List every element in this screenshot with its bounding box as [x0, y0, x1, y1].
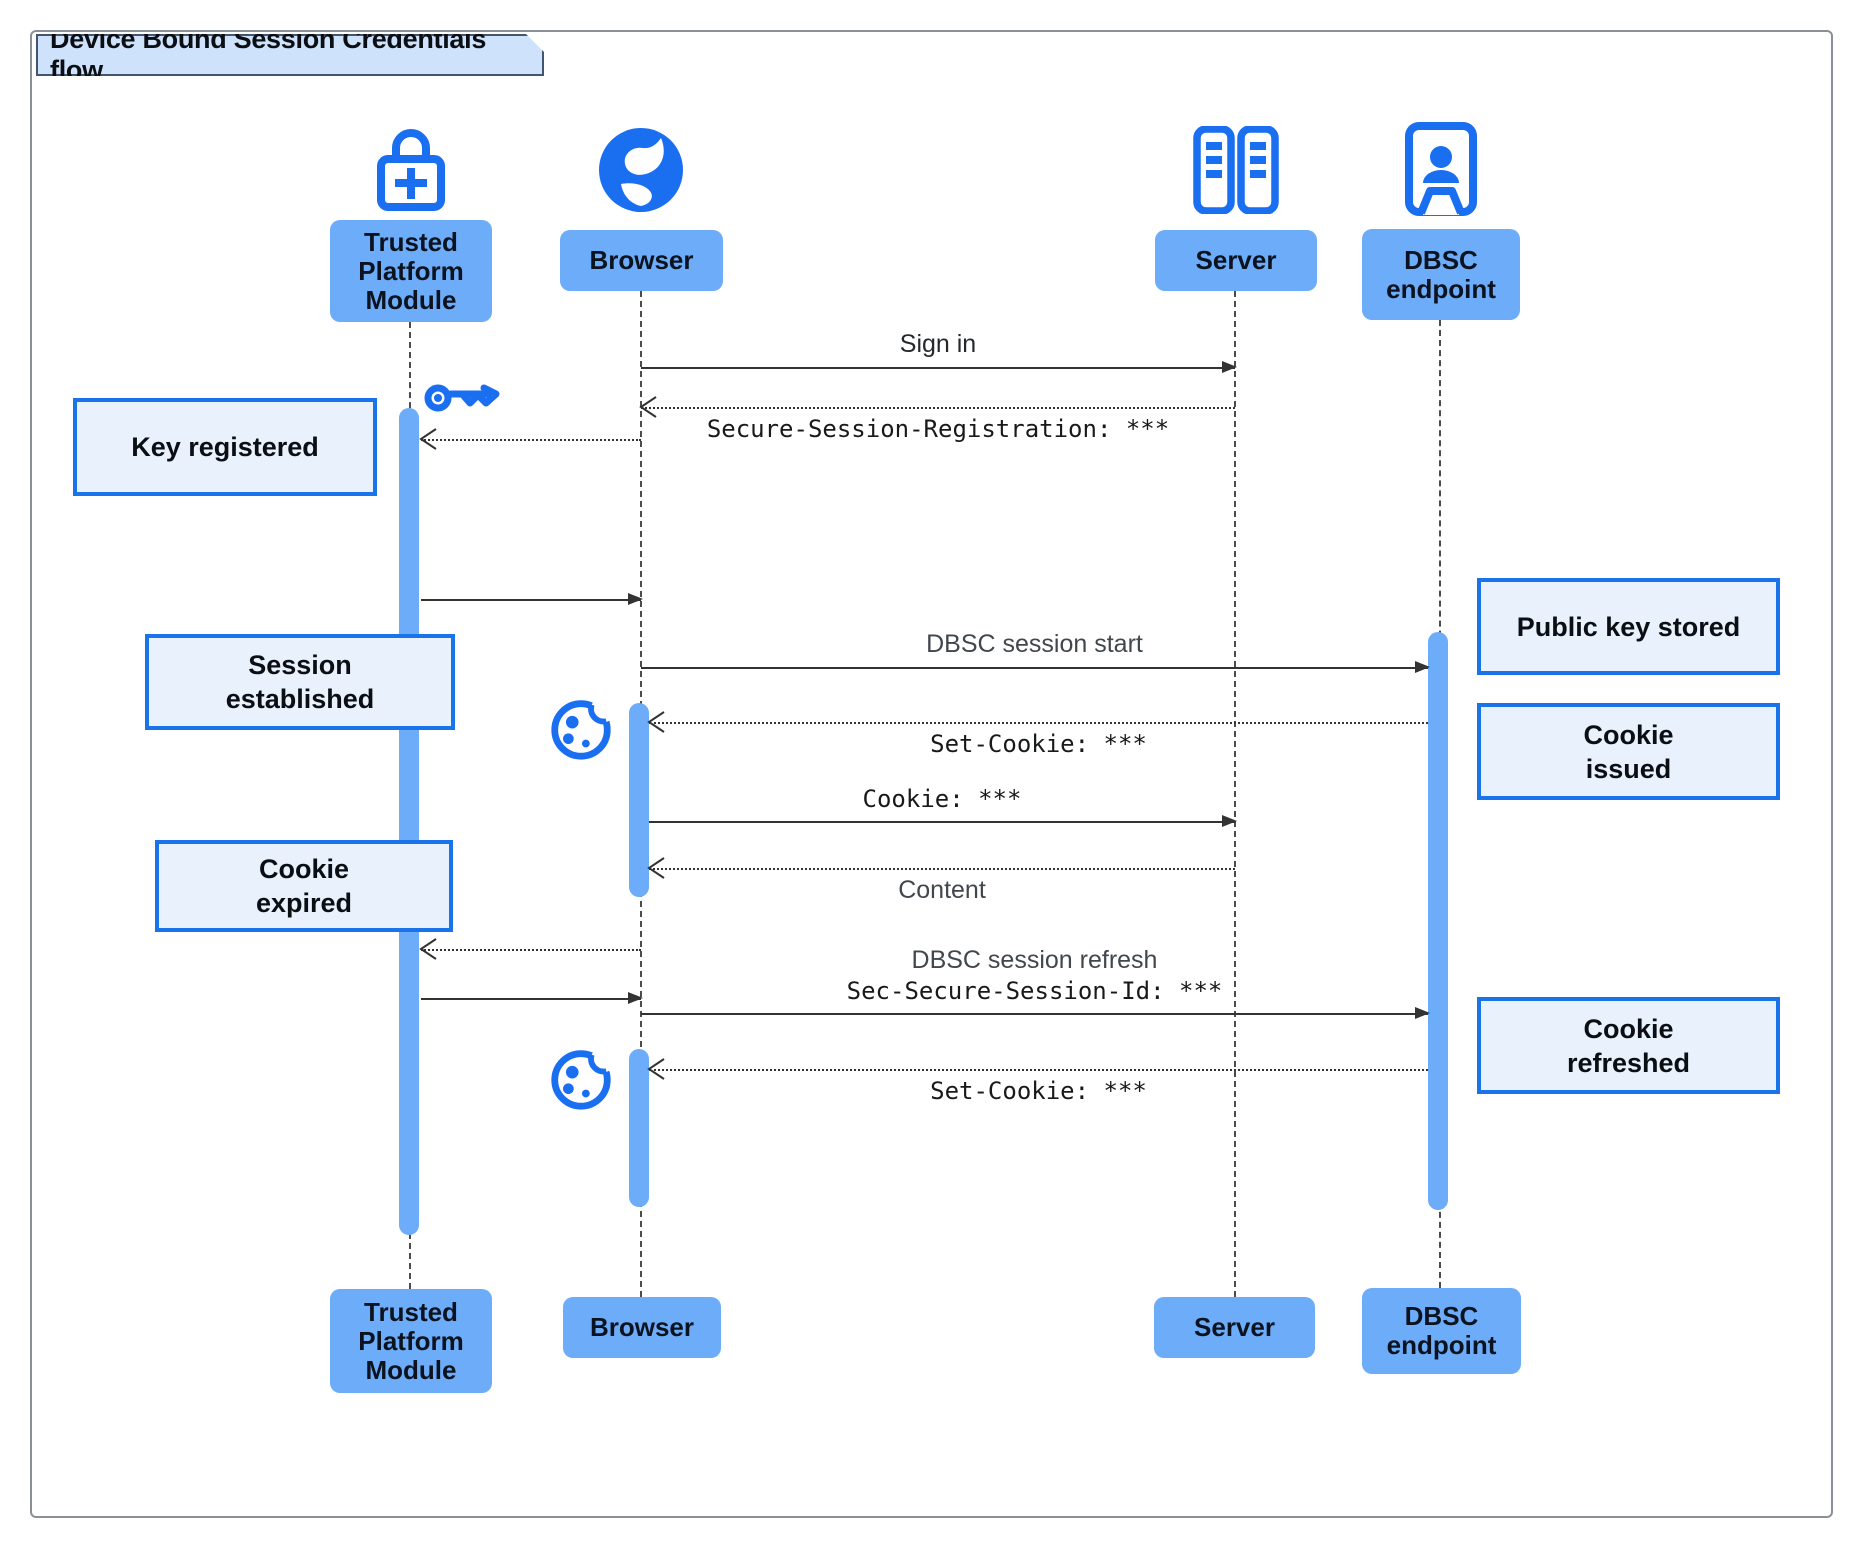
arrowhead: [628, 593, 643, 605]
note-label: Cookie expired: [255, 854, 353, 918]
arrowhead: [647, 711, 665, 733]
arrowhead: [628, 992, 643, 1004]
activation-browser-1: [629, 703, 649, 897]
note-public-key-stored: Public key stored: [1477, 578, 1780, 675]
note-label: Key registered: [131, 432, 319, 462]
arrowhead: [639, 396, 657, 418]
arrowhead: [1222, 815, 1237, 827]
participant-server-bottom: Server: [1154, 1297, 1315, 1358]
note-label: Cookie refreshed: [1566, 1013, 1691, 1078]
activation-dbsc: [1428, 632, 1448, 1210]
lifeline-server: [1234, 291, 1236, 1297]
message-label: Set-Cookie: ***: [930, 1077, 1147, 1105]
participant-label: Trusted Platform Module: [358, 1296, 464, 1385]
participant-dbsc-bottom: DBSC endpoint: [1362, 1288, 1521, 1374]
note-label: Cookie issued: [1583, 719, 1674, 784]
participant-tpm-top: Trusted Platform Module: [330, 220, 492, 322]
participant-label: Trusted Platform Module: [358, 226, 464, 315]
note-cookie-expired: Cookie expired: [155, 840, 453, 932]
message-label: DBSC session refresh: [911, 946, 1158, 974]
arrowhead: [419, 428, 437, 450]
arrowhead: [419, 938, 437, 960]
message-label: Cookie: ***: [862, 785, 1022, 813]
note-key-registered: Key registered: [73, 398, 377, 496]
message-label: Secure-Session-Registration: ***: [706, 415, 1170, 443]
arrowhead: [1415, 1007, 1430, 1019]
participant-browser-top: Browser: [560, 230, 723, 291]
cookie-icon: [551, 1046, 616, 1110]
key-icon: [424, 384, 500, 412]
activation-tpm: [399, 408, 419, 1235]
participant-label: Server: [1195, 245, 1277, 275]
cookie-icon: [551, 696, 616, 760]
note-session-established: Session established: [145, 634, 455, 730]
arrowhead: [647, 1058, 665, 1080]
lock-plus-icon: [377, 129, 445, 211]
participant-server-top: Server: [1155, 230, 1317, 291]
note-label: Public key stored: [1516, 611, 1741, 642]
message-label-group: DBSC session refresh Sec-Secure-Session-…: [641, 945, 1428, 1007]
note-cookie-refreshed: Cookie refreshed: [1477, 997, 1780, 1094]
diagram-title-tab: Device Bound Session Credentials flow: [36, 34, 544, 76]
message-label: Set-Cookie: ***: [930, 730, 1147, 758]
note-label: Session established: [225, 650, 375, 714]
message-label: DBSC session start: [926, 630, 1143, 658]
participant-browser-bottom: Browser: [563, 1297, 721, 1358]
note-cookie-issued: Cookie issued: [1477, 703, 1780, 800]
activation-browser-2: [629, 1049, 649, 1207]
message-label: Sec-Secure-Session-Id: ***: [846, 977, 1223, 1005]
endpoint-person-icon: [1405, 122, 1477, 216]
arrowhead: [647, 857, 665, 879]
globe-icon: [599, 128, 683, 212]
server-rack-icon: [1193, 126, 1279, 214]
participant-tpm-bottom: Trusted Platform Module: [330, 1289, 492, 1393]
participant-label: DBSC endpoint: [1386, 1301, 1497, 1360]
participant-label: Browser: [589, 1312, 695, 1342]
participant-label: DBSC endpoint: [1386, 244, 1496, 304]
arrowhead: [1415, 661, 1430, 673]
participant-dbsc-top: DBSC endpoint: [1362, 229, 1520, 320]
arrowhead: [1222, 361, 1237, 373]
message-label: Sign in: [899, 330, 977, 358]
participant-label: Server: [1194, 1312, 1275, 1342]
participant-label: Browser: [589, 245, 694, 275]
message-label: Content: [898, 876, 986, 904]
